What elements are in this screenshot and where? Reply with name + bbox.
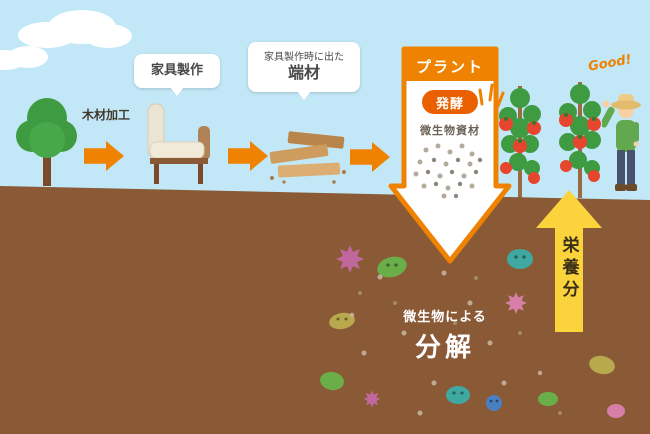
microbial-material-label: 微生物資材	[420, 124, 480, 137]
farmer-speech-text: Good!	[587, 52, 633, 75]
nutrient-arrow-label: 栄養分	[558, 236, 579, 302]
granules-icon	[413, 143, 483, 199]
emphasis-lines-icon	[478, 83, 505, 108]
step-label-wood-processing: 木材加工	[82, 108, 131, 122]
flow-arrow-icon	[350, 142, 390, 172]
bubble-tail	[297, 91, 311, 100]
up-arrow-icon	[536, 190, 602, 332]
label-scrap-wood-top: 家具製作時に出た	[264, 52, 344, 64]
decomposition-line2: 分解	[414, 333, 475, 363]
label-furniture-making: 家具製作	[134, 54, 220, 96]
chair-icon	[147, 103, 210, 184]
label-furniture-making-text: 家具製作	[150, 62, 203, 78]
nutrient-arrow: 栄養分	[536, 190, 602, 332]
decomposition-caption: 微生物による 分解	[390, 306, 500, 364]
tree-icon	[16, 98, 77, 186]
label-scrap-wood: 家具製作時に出た 端材	[248, 42, 360, 100]
farmer-icon	[602, 94, 641, 191]
plant-title: プラント	[406, 51, 494, 81]
tomato-plant-icon	[499, 82, 601, 198]
fermentation-badge: 発酵	[422, 90, 478, 114]
wood-scraps-icon	[269, 131, 346, 184]
flow-arrow-icon	[228, 141, 268, 171]
microbe-icon	[320, 245, 625, 418]
plant-process-arrow: プラント 発酵 微生物資材	[388, 46, 512, 264]
decomposition-line1: 微生物による	[403, 310, 487, 325]
cloud-icon	[18, 8, 138, 58]
cloud-icon	[0, 46, 52, 76]
label-scrap-wood-main: 端材	[287, 63, 320, 83]
bubble-tail	[170, 87, 184, 96]
flow-arrow-icon	[84, 141, 124, 171]
down-arrow-icon	[388, 46, 512, 264]
